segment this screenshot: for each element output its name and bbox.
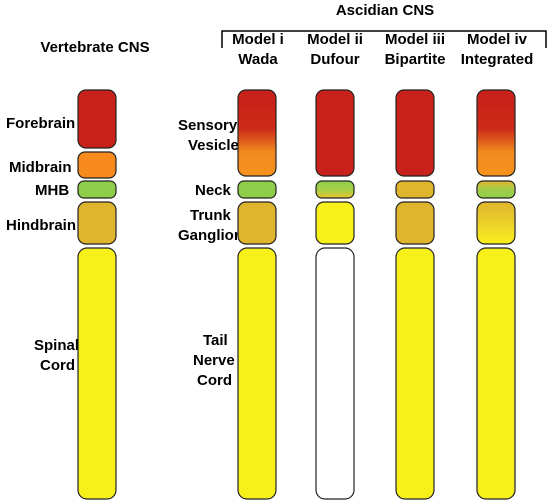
model-2-trunk-ganglion-segment (315, 201, 355, 245)
model-4-name: Model iv (467, 31, 528, 48)
model-4-column (476, 89, 516, 500)
model-1-name: Model i (232, 31, 284, 48)
vertebrate-hindbrain-segment (77, 201, 117, 245)
model-2-column (315, 89, 355, 500)
label-sensory-2: Vesicle (188, 137, 239, 154)
model-4-sensory-vesicle-segment (476, 89, 516, 177)
ascidian-title: Ascidian CNS (336, 2, 434, 19)
label-trunk-2: Ganglion (178, 227, 243, 244)
vertebrate-midbrain-segment (77, 151, 117, 179)
model-3-name: Model iii (385, 31, 445, 48)
label-hindbrain: Hindbrain (6, 217, 76, 234)
ascidian-bracket (221, 30, 547, 48)
label-spinal-1: Spinal (34, 337, 79, 354)
model-3-sensory-vesicle-segment (395, 89, 435, 177)
vertebrate-mhb-segment (77, 180, 117, 199)
model-3-tail-nerve-cord-segment (395, 247, 435, 500)
model-4-tail-nerve-cord-segment (476, 247, 516, 500)
model-2-author: Dufour (310, 51, 359, 68)
model-3-author: Bipartite (385, 51, 446, 68)
vertebrate-column (77, 89, 117, 500)
label-spinal-2: Cord (40, 357, 75, 374)
vertebrate-spinal-cord-segment (77, 247, 117, 500)
label-neck: Neck (195, 182, 232, 199)
model-4-trunk-ganglion-segment (476, 201, 516, 245)
model-2-tail-nerve-cord-segment (315, 247, 355, 500)
model-1-column (237, 89, 277, 500)
label-trunk-1: Trunk (190, 207, 231, 224)
label-tail-2: Nerve (193, 352, 235, 369)
model-1-trunk-ganglion-segment (237, 201, 277, 245)
vertebrate-forebrain-segment (77, 89, 117, 149)
model-3-column (395, 89, 435, 500)
label-tail-1: Tail (203, 332, 228, 349)
model-1-author: Wada (238, 51, 278, 68)
vertebrate-title: Vertebrate CNS (40, 39, 149, 56)
label-tail-3: Cord (197, 372, 232, 389)
model-1-sensory-vesicle-segment (237, 89, 277, 177)
model-2-name: Model ii (307, 31, 363, 48)
label-sensory-1: Sensory (178, 117, 238, 134)
label-midbrain: Midbrain (9, 159, 72, 176)
model-4-author: Integrated (461, 51, 534, 68)
model-2-sensory-vesicle-segment (315, 89, 355, 177)
model-1-neck-segment (237, 180, 277, 199)
model-4-neck-segment (476, 180, 516, 199)
label-forebrain: Forebrain (6, 115, 75, 132)
label-mhb: MHB (35, 182, 69, 199)
model-1-tail-nerve-cord-segment (237, 247, 277, 500)
model-2-neck-segment (315, 180, 355, 199)
model-3-trunk-ganglion-segment (395, 201, 435, 245)
model-3-neck-segment (395, 180, 435, 199)
